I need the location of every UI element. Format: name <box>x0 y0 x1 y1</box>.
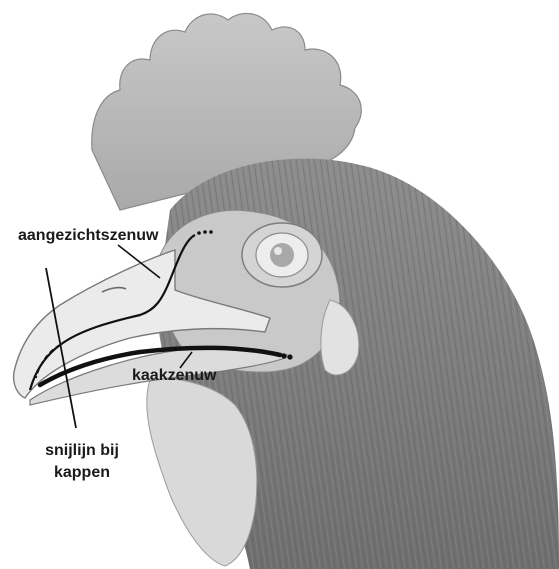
cut-line-label: snijlijn bij kappen <box>32 440 132 484</box>
eye <box>242 223 322 287</box>
jaw-nerve-label: kaakzenuw <box>132 366 216 386</box>
facial-nerve-label: aangezichtszenuw <box>18 226 158 246</box>
